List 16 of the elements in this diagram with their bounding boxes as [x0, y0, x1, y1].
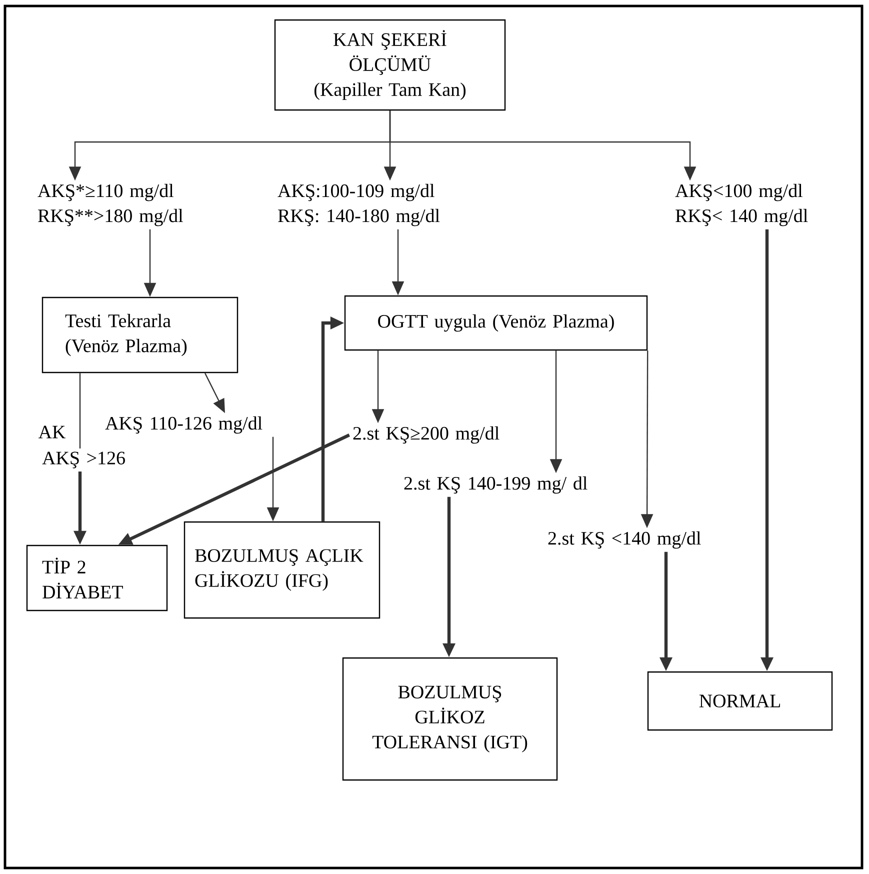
result-box: BOZULMUŞ AÇLIK GLİKOZU (IFG) — [184, 521, 380, 619]
result-box: BOZULMUŞ GLİKOZ TOLERANSI (IGT) — [342, 657, 558, 781]
condition-text: AKŞ 110-126 mg/dl — [105, 416, 262, 434]
process-box: Testi Tekrarla (Venöz Plazma) — [42, 296, 238, 374]
condition-text: AKŞ*≥110 mg/dl RKŞ**>180 mg/dl — [38, 184, 183, 226]
condition-text: AKŞ<100 mg/dl RKŞ< 140 mg/dl — [675, 184, 808, 226]
condition-text: 2.st KŞ≥200 mg/dl — [353, 426, 500, 444]
condition-text: AKŞ >126 — [42, 452, 125, 468]
label-text: AK — [38, 426, 66, 438]
process-box: OGTT uygula (Venöz Plazma) — [344, 295, 648, 351]
process-box: KAN ŞEKERİ ÖLÇÜMÜ (Kapiller Tam Kan) — [274, 19, 506, 111]
condition-text: AKŞ:100-109 mg/dl RKŞ: 140-180 mg/dl — [278, 184, 440, 226]
condition-text: 2.st KŞ 140-199 mg/ dl — [404, 476, 588, 494]
result-box: NORMAL — [647, 671, 833, 731]
condition-text: 2.st KŞ <140 mg/dl — [548, 531, 701, 549]
result-box: TİP 2 DİYABET — [26, 544, 168, 612]
